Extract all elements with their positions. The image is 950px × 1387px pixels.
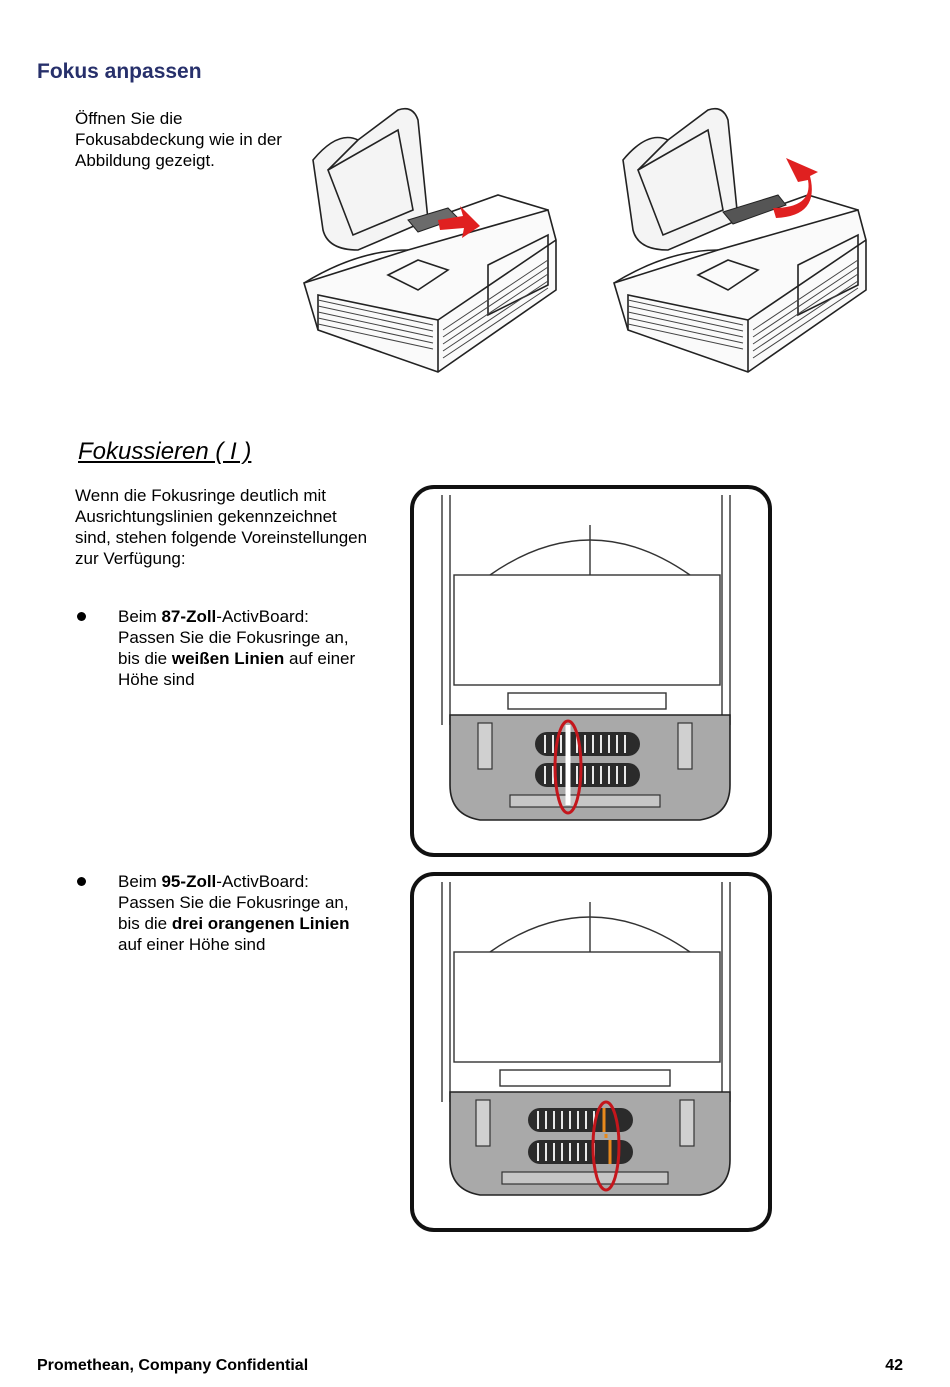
bullet-suffix: -ActivBoard: Passen Sie die Fokusringe a… xyxy=(118,872,349,933)
rotate-arrow-icon xyxy=(773,158,818,218)
bullet-dot-icon xyxy=(77,877,86,886)
section-title: Fokus anpassen xyxy=(37,60,202,83)
bullet-prefix: Beim xyxy=(118,607,162,626)
bullet-dot-icon xyxy=(77,612,86,621)
bullet-highlight: drei orangenen Linien xyxy=(171,914,350,933)
bullet-end: auf einer Höhe sind xyxy=(118,935,266,954)
bullet-separator: - xyxy=(180,872,187,891)
intro-paragraph: Wenn die Fokusringe deutlich mit Ausrich… xyxy=(75,486,368,568)
subsection-title: Fokussieren ( I ) xyxy=(78,438,252,465)
footer-company: Promethean, Company Confidential xyxy=(37,1357,309,1374)
projector-illustration-1 xyxy=(303,107,557,373)
orange-alignment-lines xyxy=(602,1108,612,1164)
bullet-highlight: weißen Linien xyxy=(171,649,285,668)
page-number: 42 xyxy=(885,1357,903,1374)
highlight-marker-icon xyxy=(591,1100,621,1192)
bullet-item-87: Beim 87-Zoll-ActivBoard: Passen Sie die … xyxy=(118,606,368,690)
bullet-prefix: Beim xyxy=(118,872,162,891)
slide-arrow-icon xyxy=(438,206,480,238)
bullet-size: 95 xyxy=(161,872,181,891)
bullet-end: auf einer Höhe sind xyxy=(118,649,356,689)
focus-ring-diagram-87 xyxy=(410,485,772,857)
highlight-marker-icon xyxy=(553,719,583,815)
projector-illustration-2 xyxy=(613,107,867,373)
bullet-unit: Zoll xyxy=(186,872,217,891)
bullet-separator: - xyxy=(180,607,187,626)
bullet-size: 87 xyxy=(161,607,181,626)
intro-text: Öffnen Sie die Fokusabdeckung wie in der… xyxy=(75,109,282,170)
bullet-suffix: -ActivBoard: Passen Sie die Fokusringe a… xyxy=(118,607,349,668)
bullet-item-95: Beim 95-Zoll-ActivBoard: Passen Sie die … xyxy=(118,871,368,955)
focus-ring-diagram-95 xyxy=(410,872,772,1232)
bullet-unit: Zoll xyxy=(186,607,217,626)
